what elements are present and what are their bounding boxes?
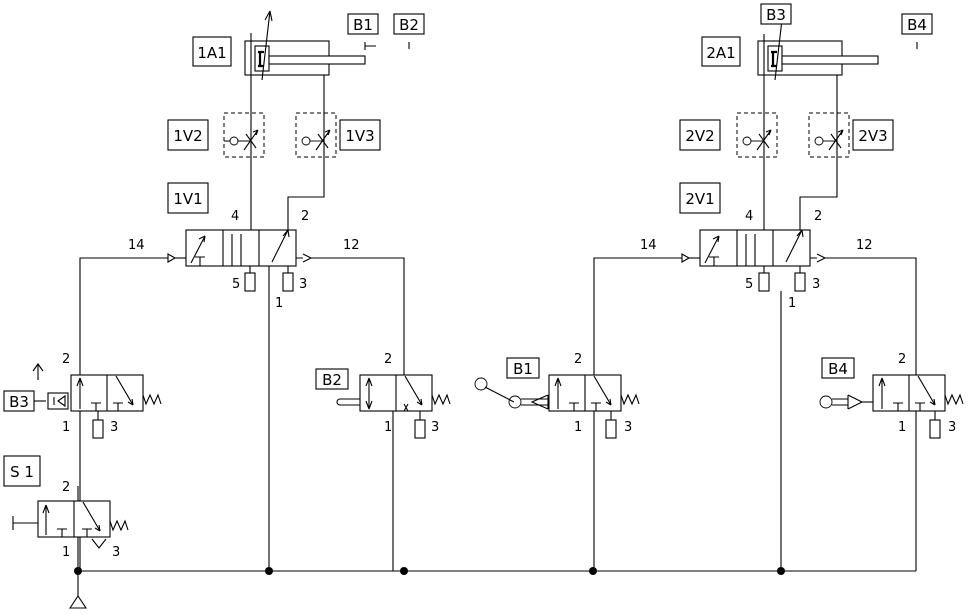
label-2v1: 2V1 (685, 190, 714, 208)
start-valve-s1 (3, 455, 129, 571)
supply-main-line (68, 567, 916, 609)
port-b2-1: 1 (384, 420, 392, 435)
port-1v1-4: 4 (231, 209, 239, 224)
label-1v2: 1V2 (173, 127, 202, 145)
label-2v2: 2V2 (685, 127, 714, 145)
valve-label-b1: B1 (513, 360, 533, 378)
port-b1-2: 2 (574, 352, 582, 367)
port-1v1-12: 12 (343, 238, 360, 253)
port-b1-3: 3 (624, 420, 632, 435)
port-2v1-1: 1 (788, 296, 796, 311)
port-2v1-2: 2 (814, 209, 822, 224)
marker-b4: B4 (907, 16, 927, 34)
port-numbers: 4 2 14 12 5 3 1 4 2 14 12 5 3 1 2 1 3 2 … (62, 209, 956, 560)
port-b4-1: 1 (898, 420, 906, 435)
signal-valve-b1 (474, 357, 640, 571)
component-labels: 1A1 2A1 1V2 1V3 2V2 2V3 1V1 2V1 B1 B2 B3… (9, 6, 927, 481)
port-1v1-2: 2 (301, 209, 309, 224)
label-2a1: 2A1 (706, 44, 735, 62)
port-b2-2: 2 (384, 352, 392, 367)
main-valve-2v1 (679, 182, 827, 292)
valve-label-b3: B3 (9, 393, 29, 411)
label-1a1: 1A1 (197, 44, 226, 62)
port-b1-1: 1 (574, 420, 582, 435)
port-1v1-1: 1 (275, 296, 283, 311)
port-2v1-3: 3 (812, 277, 820, 292)
valve-label-b4: B4 (828, 360, 848, 378)
flow-valve-1v2 (167, 112, 265, 158)
port-2v1-5: 5 (745, 277, 753, 292)
valve-label-s1: S 1 (10, 463, 34, 481)
limit-markers-right (760, 3, 933, 49)
signal-valve-b3 (3, 363, 162, 571)
port-b3-1: 1 (62, 420, 70, 435)
port-1v1-5: 5 (232, 277, 240, 292)
marker-b1: B1 (353, 16, 373, 34)
port-2v1-4: 4 (745, 209, 753, 224)
valve-label-b2: B2 (322, 371, 342, 389)
marker-b2: B2 (399, 16, 419, 34)
port-b3-2: 2 (62, 352, 70, 367)
cylinder-2a1 (701, 10, 879, 234)
pilot-lines (79, 257, 917, 571)
cylinder-1a1 (192, 10, 366, 234)
port-s1-3: 3 (112, 545, 120, 560)
flow-valve-2v2 (679, 112, 778, 158)
main-valve-1v1 (167, 182, 313, 292)
port-b3-3: 3 (110, 420, 118, 435)
port-s1-2: 2 (62, 480, 70, 495)
label-1v3: 1V3 (345, 127, 374, 145)
port-2v1-12: 12 (856, 238, 873, 253)
flow-valve-1v3 (295, 112, 381, 158)
limit-markers-left (347, 13, 425, 50)
port-2v1-14: 14 (640, 238, 657, 253)
flow-valve-2v3 (808, 112, 894, 158)
port-b4-3: 3 (948, 420, 956, 435)
port-b4-2: 2 (898, 352, 906, 367)
label-1v1: 1V1 (173, 190, 202, 208)
port-1v1-3: 3 (299, 277, 307, 292)
marker-b3: B3 (766, 6, 786, 24)
port-s1-1: 1 (62, 545, 70, 560)
port-1v1-14: 14 (128, 238, 145, 253)
signal-valve-b4 (819, 357, 964, 571)
signal-valve-b2 (315, 368, 451, 571)
port-b2-3: 3 (431, 420, 439, 435)
label-2v3: 2V3 (858, 127, 887, 145)
